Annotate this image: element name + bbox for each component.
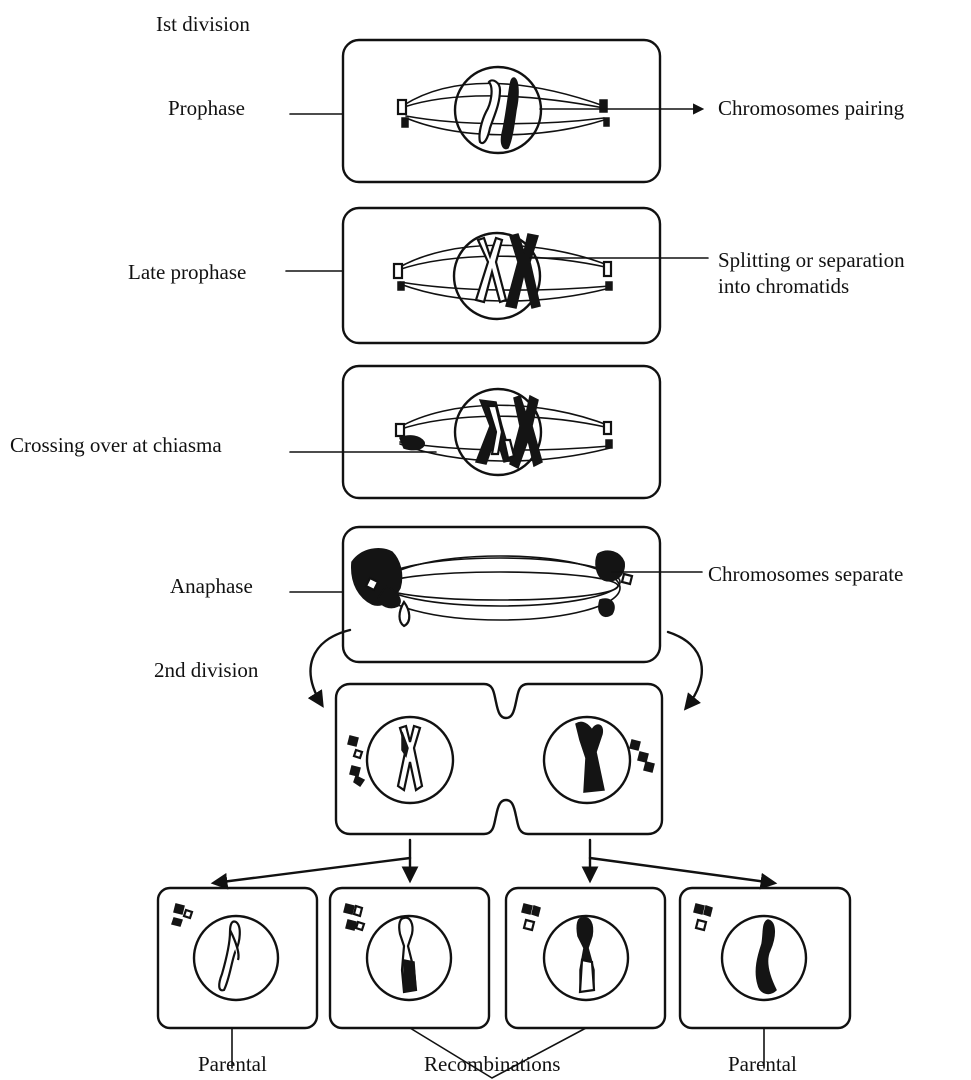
- chromosomes-pairing-label: Chromosomes pairing: [718, 96, 905, 120]
- chiasma-right: [509, 394, 543, 470]
- centriole-right: [599, 99, 608, 113]
- crossing-over-label: Crossing over at chiasma: [10, 433, 222, 457]
- chromatids-dark: [505, 233, 541, 309]
- parental-left-label: Parental: [198, 1052, 267, 1076]
- first-division-label: Ist division: [156, 12, 250, 36]
- final-cell-3: [504, 886, 667, 1030]
- daughter-nucleus-right: [542, 715, 632, 805]
- chromosomes-separate-label: Chromosomes separate: [708, 562, 904, 586]
- final-cell-4: [678, 886, 852, 1069]
- chromosome-dark: [575, 721, 605, 793]
- daughter-nucleus-left: [365, 715, 455, 805]
- nucleus-circle: [453, 65, 543, 155]
- recombinations-label: Recombinations: [424, 1052, 561, 1076]
- late-prophase-cell: [285, 206, 709, 345]
- chromosome-open: [478, 79, 502, 145]
- anaphase-label: Anaphase: [170, 574, 253, 598]
- prophase-label: Prophase: [168, 96, 245, 120]
- second-division-cell: [334, 682, 664, 836]
- chromatids-open: [474, 236, 508, 304]
- late-prophase-label: Late prophase: [128, 260, 247, 284]
- anaphase-cell: [289, 525, 703, 664]
- second-division-label: 2nd division: [154, 658, 259, 682]
- crossing-mass: [399, 435, 425, 451]
- arrow-to-cell-4: [588, 856, 778, 890]
- nucleus-circle: [452, 231, 542, 321]
- centriole-left: [396, 98, 408, 116]
- final-cell-1: [156, 886, 319, 1069]
- curved-arrow-left: [307, 628, 352, 708]
- prophase-cell: [289, 38, 705, 184]
- arrow-to-cell-1: [210, 856, 412, 890]
- splitting-label-line1: Splitting or separation: [718, 248, 905, 272]
- final-cell-2: [328, 886, 491, 1030]
- crossing-over-cell: [289, 364, 662, 500]
- nucleus-circle: [453, 387, 543, 477]
- chromosome-open: [396, 724, 424, 792]
- parental-right-label: Parental: [728, 1052, 797, 1076]
- curved-arrow-right: [666, 630, 703, 711]
- anaphase-right-mass: [595, 550, 625, 582]
- chromosome-dark: [500, 77, 519, 150]
- splitting-label-line2: into chromatids: [718, 274, 850, 298]
- recombinations-bracket: [409, 1027, 587, 1079]
